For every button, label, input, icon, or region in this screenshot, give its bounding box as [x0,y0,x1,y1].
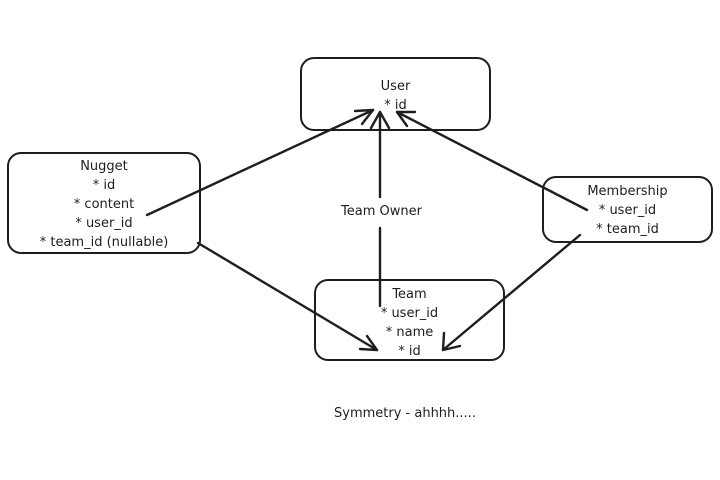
arrowhead-nugget-team [358,334,379,352]
edge-nugget-user [145,108,375,217]
entity-team-field-name: * name [385,325,434,340]
entity-user[interactable]: User * id [300,57,491,131]
entity-user-title: User [380,79,411,94]
entity-nugget-field-content: * content [73,197,135,212]
entity-team-field-user-id: * user_id [380,306,439,321]
entity-membership-field-team-id: * team_id [596,222,659,237]
entity-nugget-field-team-id: * team_id (nullable) [39,235,169,250]
entity-nugget[interactable]: Nugget * id * content * user_id * team_i… [7,152,201,254]
edge-membership-team [441,233,582,352]
entity-membership-field-user-id: * user_id [598,203,657,218]
edge-membership-user [395,110,589,212]
entity-membership[interactable]: Membership * user_id * team_id [542,176,713,243]
arrowhead-membership-team [441,331,462,352]
entity-nugget-title: Nugget [80,159,128,174]
entity-team-field-id: * id [398,344,421,359]
entity-nugget-field-user-id: * user_id [75,216,133,231]
entity-team-title: Team [392,287,427,302]
entity-nugget-field-id: * id [92,178,116,193]
arrowhead-membership-user [395,110,417,128]
entity-team[interactable]: Team * user_id * name * id [314,279,505,361]
relation-label-team-owner: Team Owner [339,204,424,220]
entity-membership-title: Membership [587,184,668,199]
entity-user-field-id: * id [384,98,407,113]
diagram-caption: Symmetry - ahhhh..... [334,406,476,421]
arrowhead-team-owner [369,110,391,130]
arrowhead-nugget-user [353,108,375,126]
edge-nugget-team [196,241,379,352]
